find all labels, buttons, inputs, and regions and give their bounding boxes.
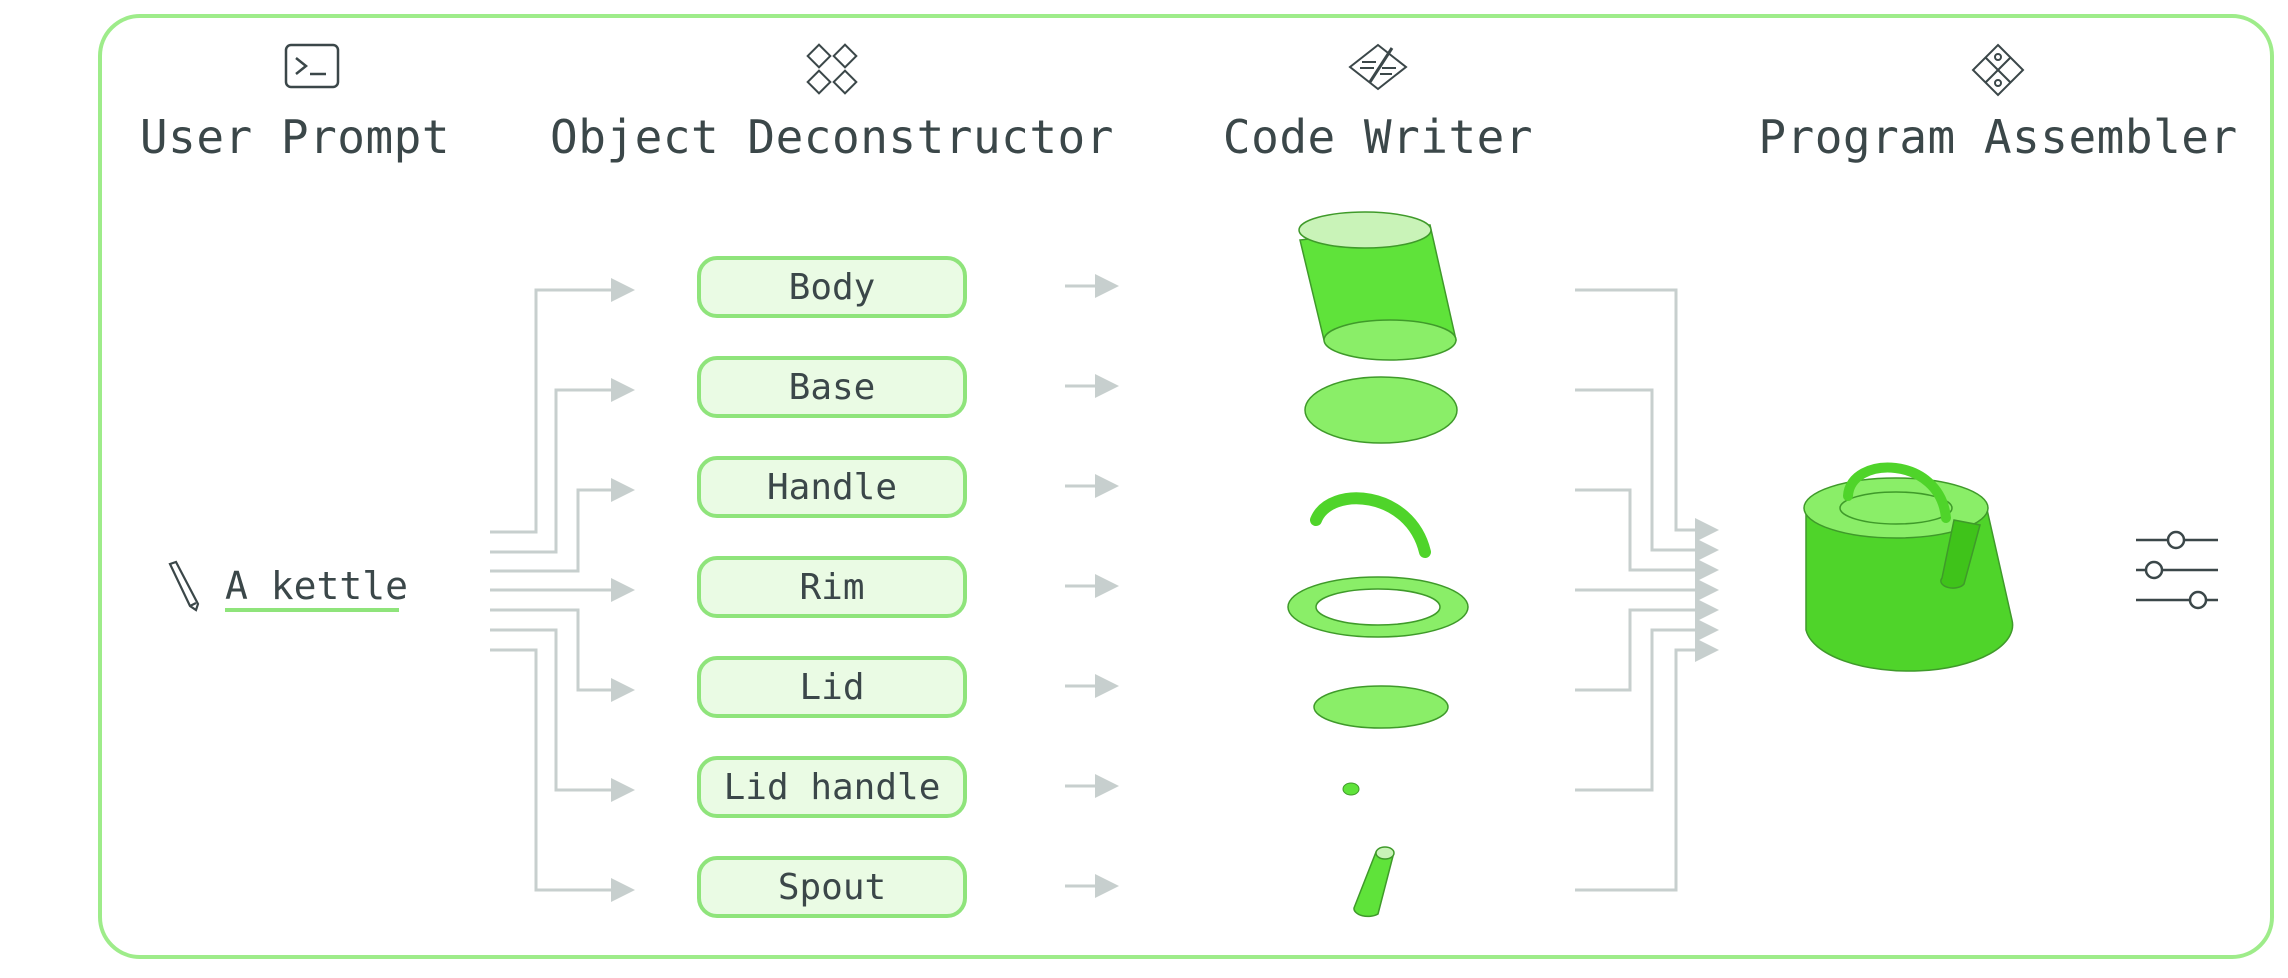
spout-shape	[1353, 846, 1395, 918]
part-lid: Lid	[697, 656, 967, 718]
puzzle-assembled-icon	[1971, 43, 2025, 97]
assembled-kettle-shape	[1803, 462, 2014, 672]
part-handle: Handle	[697, 456, 967, 518]
stage-title-user-prompt: User Prompt	[139, 110, 451, 164]
pencil-icon	[168, 560, 200, 612]
prompt-underline	[225, 608, 399, 612]
stage-title-object-deconstructor: Object Deconstructor	[550, 110, 1114, 164]
diagram-frame	[98, 14, 2274, 959]
sliders-icon	[2136, 530, 2218, 610]
stage-title-program-assembler: Program Assembler	[1758, 110, 2238, 164]
base-shape	[1304, 376, 1458, 444]
puzzle-icon	[806, 43, 858, 95]
body-shape	[1298, 211, 1457, 361]
lid-handle-shape	[1342, 782, 1360, 796]
lid-shape	[1313, 685, 1449, 729]
prompt-text: A kettle	[225, 564, 409, 608]
handle-shape	[1310, 492, 1431, 558]
part-lid-handle: Lid handle	[697, 756, 967, 818]
terminal-icon	[284, 43, 340, 89]
rim-shape	[1287, 576, 1469, 638]
stage-title-code-writer: Code Writer	[1222, 110, 1534, 164]
part-rim: Rim	[697, 556, 967, 618]
code-pencil-icon	[1348, 43, 1408, 91]
part-body: Body	[697, 256, 967, 318]
part-spout: Spout	[697, 856, 967, 918]
part-base: Base	[697, 356, 967, 418]
